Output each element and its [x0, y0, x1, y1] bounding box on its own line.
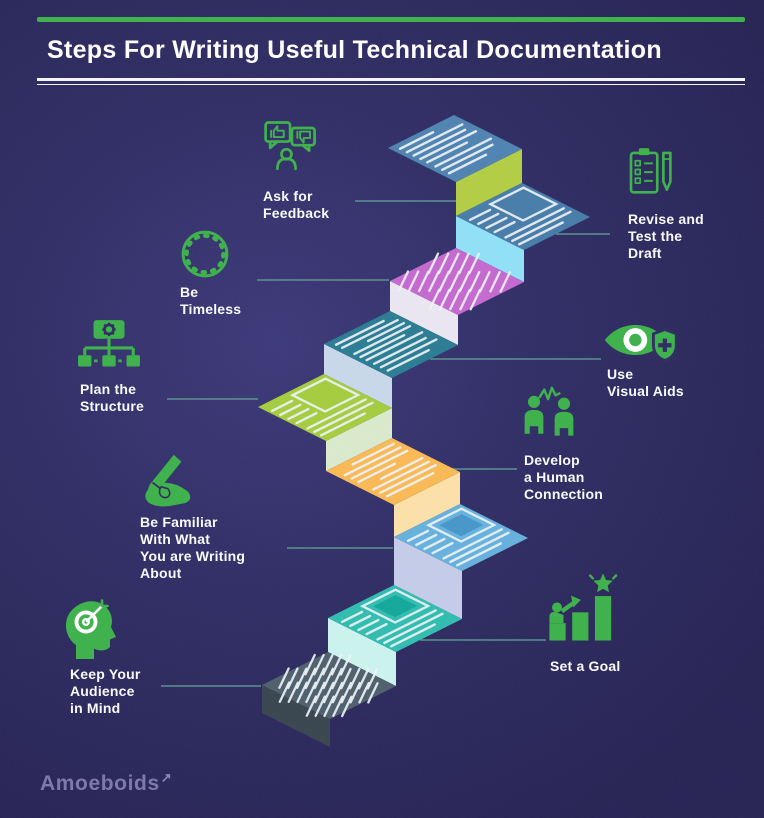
sitemap-gear-icon: [78, 320, 140, 367]
step-label-plan-the-structure: Plan the Structure: [80, 381, 145, 414]
step-label-keep-audience-in-mind: Keep Your Audience in Mind: [70, 666, 141, 716]
step-label-revise-and-test-draft: Revise and Test the Draft: [628, 211, 704, 261]
eye-shield-plus-icon: [604, 325, 678, 362]
step-label-set-a-goal: Set a Goal: [550, 658, 621, 674]
writing-hand-icon: [145, 454, 191, 507]
head-target-icon: [65, 599, 116, 659]
step-label-develop-human-connection: Develop a Human Connection: [524, 452, 603, 502]
step-label-ask-for-feedback: Ask for Feedback: [263, 188, 330, 221]
people-pulse-icon: [524, 386, 574, 436]
brand-logo-text: Amoeboids: [40, 772, 160, 795]
launch-arrow-icon: ↗: [160, 770, 173, 785]
step-label-be-familiar-with-topic: Be Familiar With What You are Writing Ab…: [140, 514, 246, 581]
step-label-use-visual-aids: Use Visual Aids: [607, 366, 684, 399]
step-label-be-timeless: Be Timeless: [180, 284, 242, 317]
brand-logo: Amoeboids↗: [40, 770, 172, 796]
goal-chart-star-icon: [549, 573, 618, 641]
feedback-bubbles-icon: [264, 121, 316, 171]
clock-icon: [181, 230, 229, 278]
clipboard-checklist-pencil-icon: [629, 148, 672, 194]
